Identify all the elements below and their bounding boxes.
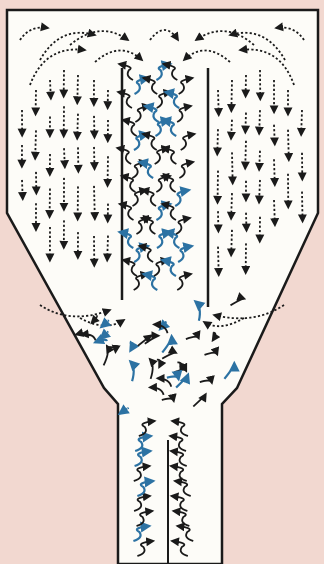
fluid-circulation-diagram [0, 0, 324, 564]
